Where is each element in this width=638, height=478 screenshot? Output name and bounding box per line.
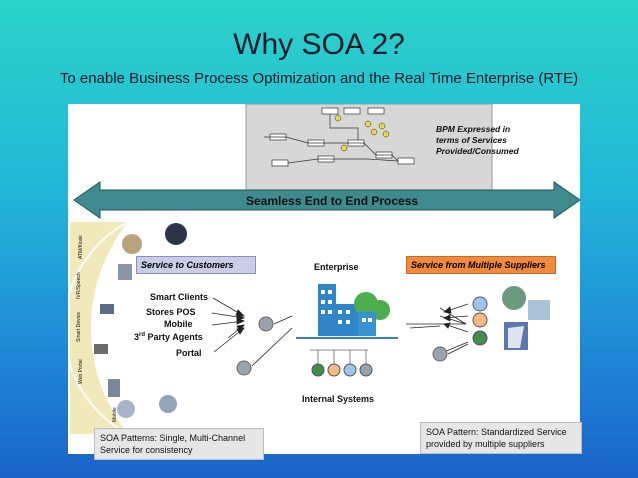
diagram-panel: BPM Expressed in terms of Services Provi… bbox=[68, 104, 582, 460]
supplier-node-orange bbox=[472, 312, 488, 328]
channel-icons bbox=[94, 223, 187, 418]
supplier-gateway-node bbox=[432, 346, 448, 362]
bpm-caption-line-3: Provided/Consumed bbox=[436, 146, 519, 156]
note-left-line-1: SOA Patterns: Single, Multi-Channel bbox=[100, 433, 246, 443]
note-left-line-2: Service for consistency bbox=[100, 445, 193, 455]
slide-subtitle: To enable Business Process Optimization … bbox=[59, 70, 579, 87]
third-sup: rd bbox=[139, 332, 146, 338]
client-stores-pos: Stores POS bbox=[146, 307, 196, 317]
slide-title: Why SOA 2? bbox=[233, 28, 405, 61]
client-portal: Portal bbox=[176, 348, 202, 358]
note-right-line-1: SOA Pattern: Standardized Service bbox=[426, 427, 567, 437]
note-right-line-2: provided by multiple suppliers bbox=[426, 439, 545, 449]
enterprise-building-icon bbox=[296, 284, 398, 339]
bpm-caption-line-1: BPM Expressed in bbox=[436, 124, 511, 134]
service-from-suppliers-bar: Service from Multiple Suppliers bbox=[406, 256, 556, 274]
third-suffix: Party Agents bbox=[145, 332, 203, 342]
bpm-caption-line-2: terms of Services bbox=[436, 135, 507, 145]
seamless-process-arrow bbox=[73, 181, 580, 219]
note-left: SOA Patterns: Single, Multi-Channel Serv… bbox=[94, 428, 264, 460]
client-third-party: 3rd Party Agents bbox=[134, 332, 203, 342]
internal-systems-label: Internal Systems bbox=[302, 394, 375, 404]
channel-label-ivr: IVR/Speech bbox=[76, 272, 82, 299]
third-prefix: 3 bbox=[134, 332, 140, 342]
channel-label-atm: ATM/Kiosk bbox=[78, 235, 84, 259]
supplier-node-green bbox=[472, 330, 488, 346]
supplier-icons bbox=[502, 286, 550, 350]
bpm-process-box bbox=[245, 104, 493, 191]
enterprise-label: Enterprise bbox=[314, 262, 359, 272]
arrow-label: Seamless End to End Process bbox=[246, 194, 419, 208]
supplier-arrows bbox=[406, 303, 469, 353]
channel-label-web-portal: Web Portal bbox=[78, 359, 84, 384]
client-arrows bbox=[211, 297, 246, 353]
channel-label-smart-device: Smart Device bbox=[76, 311, 82, 342]
client-mobile: Mobile bbox=[164, 319, 193, 329]
service-to-customers-bar: Service to Customers bbox=[136, 256, 256, 274]
bpm-caption: BPM Expressed in terms of Services Provi… bbox=[436, 124, 519, 157]
note-right: SOA Pattern: Standardized Service provid… bbox=[420, 422, 582, 454]
internal-system-nodes bbox=[310, 349, 373, 377]
gateway-node-lower bbox=[236, 360, 252, 376]
channel-fan bbox=[68, 221, 236, 435]
client-smart: Smart Clients bbox=[150, 292, 209, 302]
gateway-node-upper bbox=[258, 316, 274, 332]
soa-diagram bbox=[68, 104, 580, 435]
channel-label-mobile: Mobile bbox=[112, 407, 118, 422]
supplier-node-blue bbox=[472, 296, 488, 312]
